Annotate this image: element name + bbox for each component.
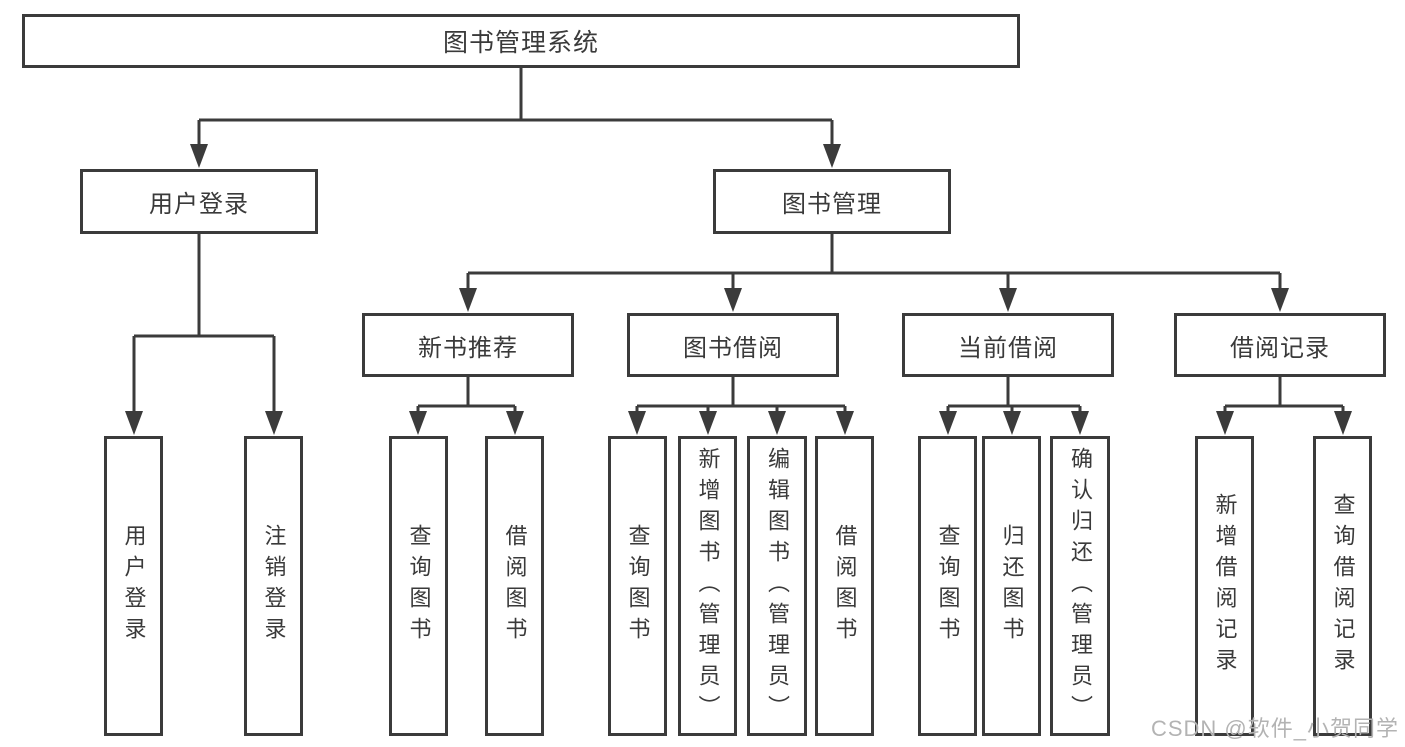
node-book-borrowing: 图书借阅 [627, 313, 839, 377]
node-new-book-recommendation: 新书推荐 [362, 313, 574, 377]
node-book-management: 图书管理 [713, 169, 951, 234]
leaf-query-books-2: 查询图书 [608, 436, 667, 736]
leaf-query-borrow-record: 查询借阅记录 [1313, 436, 1372, 736]
leaf-edit-book-admin: 编辑图书（管理员） [747, 436, 807, 736]
leaf-logout: 注销登录 [244, 436, 303, 736]
node-user-login: 用户登录 [80, 169, 318, 234]
node-library-management-system: 图书管理系统 [22, 14, 1020, 68]
connector-root [197, 68, 834, 146]
leaf-confirm-return-admin: 确认归还（管理员） [1050, 436, 1110, 736]
leaf-user-login: 用户登录 [104, 436, 163, 736]
connector-borrow-records [1223, 377, 1345, 413]
leaf-query-books-1: 查询图书 [389, 436, 448, 736]
connector-new-books [416, 377, 517, 413]
connector-current-borrowing [946, 377, 1082, 413]
node-current-borrowing: 当前借阅 [902, 313, 1114, 377]
leaf-add-book-admin: 新增图书（管理员） [678, 436, 737, 736]
leaf-add-borrow-record: 新增借阅记录 [1195, 436, 1254, 736]
connector-user-login [132, 234, 276, 413]
csdn-watermark: CSDN @软件_小贺同学 [1150, 716, 1399, 741]
connector-book-borrowing [635, 377, 847, 413]
connector-book-management [466, 234, 1282, 290]
arrowheads [125, 144, 1352, 435]
node-borrowing-records: 借阅记录 [1174, 313, 1386, 377]
leaf-borrow-books-2: 借阅图书 [815, 436, 874, 736]
leaf-borrow-books-1: 借阅图书 [485, 436, 544, 736]
leaf-return-books: 归还图书 [982, 436, 1041, 736]
leaf-query-books-3: 查询图书 [918, 436, 977, 736]
